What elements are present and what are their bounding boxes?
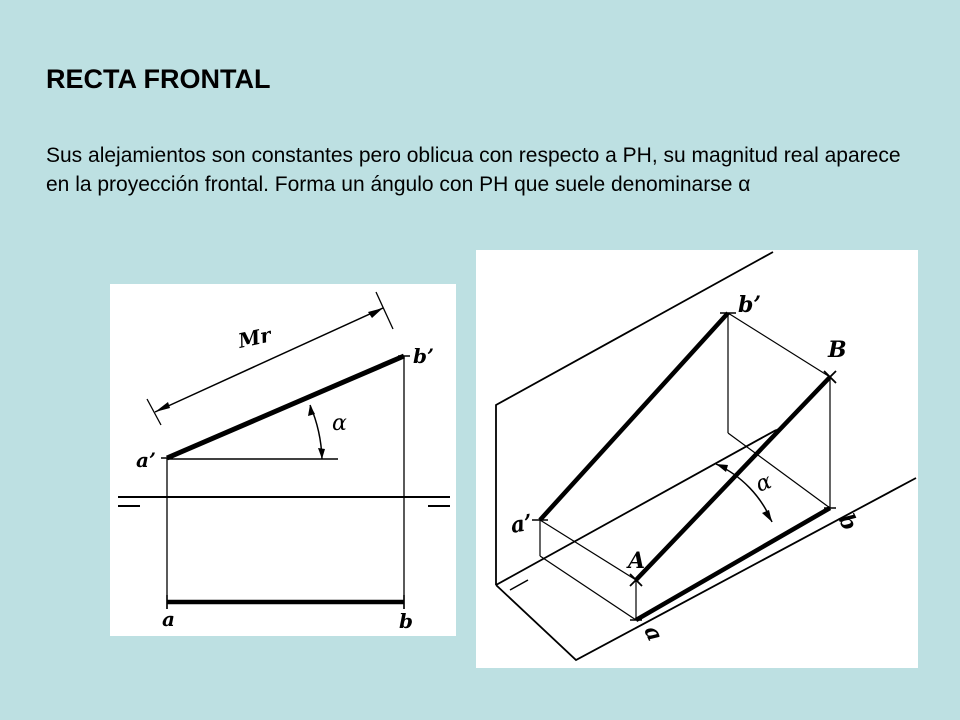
point-a-top-label: a: [162, 607, 175, 631]
point-B-label: B: [827, 337, 847, 363]
point-a-front-label: a’: [136, 448, 156, 472]
slide-title: RECTA FRONTAL: [46, 64, 271, 94]
ground-line-mark-left: [509, 579, 529, 591]
ground-line: [495, 429, 777, 586]
angle-alpha-label: α: [753, 469, 776, 498]
angle-arrowhead-top: [308, 405, 315, 416]
true-length-dimension-line: [154, 307, 384, 413]
horizontal-projection-segment: [634, 506, 832, 622]
dimension-arrowhead-b: [368, 308, 383, 318]
true-length-label: Mr: [235, 322, 274, 353]
dimension-extension-a: [146, 398, 162, 426]
projector-a-front: [539, 519, 637, 581]
projector-b-front: [727, 312, 831, 378]
angle-alpha-label: α: [332, 411, 347, 436]
frontal-projection-segment: [538, 311, 730, 522]
perspective-view-figure: b’ B α a’ A b a: [476, 250, 918, 668]
point-b-top-label: b: [399, 609, 413, 633]
point-b-front-label: b’: [413, 344, 434, 368]
dimension-extension-b: [375, 291, 394, 330]
point-a-front-label: a’: [509, 509, 535, 538]
vertical-plane-outline: [495, 251, 774, 585]
angle-arrowhead-bottom: [318, 448, 325, 459]
point-B-marker: [823, 370, 837, 384]
angle-arrowhead-top: [716, 464, 728, 472]
perspective-view-drawing: b’ B α a’ A b a: [495, 251, 917, 662]
point-A-marker: [629, 573, 643, 587]
point-b-top-label: b: [833, 510, 863, 535]
dihedral-projection-drawing: Mr α a’ b’ a b: [118, 291, 450, 633]
dihedral-projection-figure: Mr α a’ b’ a b: [110, 284, 456, 636]
frontal-projection-segment: [166, 353, 405, 461]
recall-b-ground: [727, 432, 831, 509]
angle-arrowhead-bottom: [762, 510, 772, 522]
recall-a-top: [539, 555, 637, 621]
slide-description: Sus alejamientos son constantes pero obl…: [46, 144, 901, 196]
dimension-arrowhead-a: [155, 402, 170, 412]
space-segment-AB: [634, 375, 832, 582]
horizontal-plane-outline: [495, 477, 917, 662]
point-A-label: A: [626, 548, 645, 574]
point-b-front-label: b’: [738, 292, 761, 318]
